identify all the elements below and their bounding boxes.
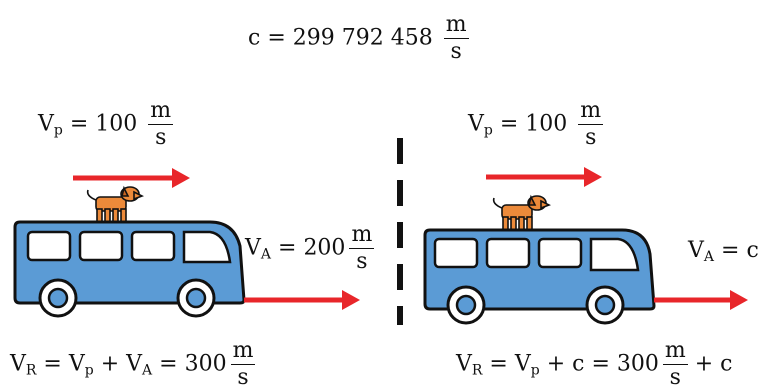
arrow-right-icon (244, 290, 360, 310)
arrow-right-icon (73, 168, 190, 188)
bus-icon (15, 222, 244, 316)
arrow-right-icon (654, 290, 748, 310)
arrow-right-icon (486, 167, 602, 187)
dog-icon (88, 187, 142, 222)
right-bus-velocity: VA = c (688, 240, 759, 264)
dog-icon (494, 196, 549, 231)
bus-icon (425, 230, 654, 323)
